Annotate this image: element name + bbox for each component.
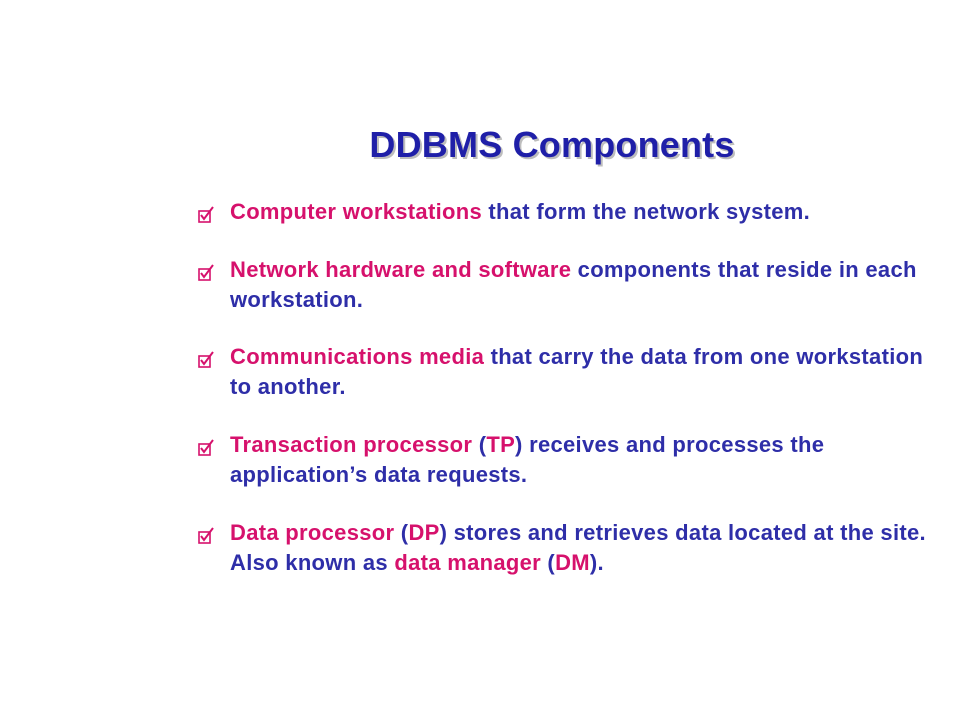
bullet-text: (	[541, 550, 556, 575]
highlighted-term: Communications media	[230, 344, 485, 369]
checkbox-tick-icon	[198, 264, 214, 281]
bullet-text: ).	[589, 550, 604, 575]
checkbox-tick-icon	[198, 439, 214, 456]
bullet-item: Network hardware and software components…	[196, 255, 936, 315]
slide-title: DDBMS Components	[369, 124, 735, 165]
bullet-text: that carry the data from one workstation…	[230, 344, 924, 399]
bullet-text: that form the network system.	[482, 199, 811, 224]
bullet-item: Computer workstations that form the netw…	[196, 197, 936, 227]
highlighted-term: Computer workstations	[230, 199, 482, 224]
bullet-text: (	[394, 520, 409, 545]
bullet-text: ) receives and processes the application…	[230, 432, 825, 487]
highlighted-term: Network hardware and software	[230, 257, 572, 282]
checkbox-tick-icon	[198, 527, 214, 544]
bullet-text: ) stores and retrieves data located at t…	[230, 520, 926, 575]
highlighted-term: DP	[408, 520, 440, 545]
checkbox-tick-icon	[198, 206, 214, 223]
highlighted-term: DM	[555, 550, 590, 575]
checkbox-tick-icon	[198, 351, 214, 368]
bullet-text: (	[472, 432, 487, 457]
highlighted-term: TP	[486, 432, 516, 457]
bullet-text: components that reside in each workstati…	[230, 257, 917, 312]
highlighted-term: Data processor	[230, 520, 395, 545]
bullet-list: Computer workstations that form the netw…	[196, 197, 936, 606]
bullet-item: Communications media that carry the data…	[196, 342, 936, 402]
highlighted-term: data manager	[394, 550, 542, 575]
bullet-item: Transaction processor (TP) receives and …	[196, 430, 936, 490]
highlighted-term: Transaction processor	[230, 432, 473, 457]
bullet-item: Data processor (DP) stores and retrieves…	[196, 518, 936, 578]
